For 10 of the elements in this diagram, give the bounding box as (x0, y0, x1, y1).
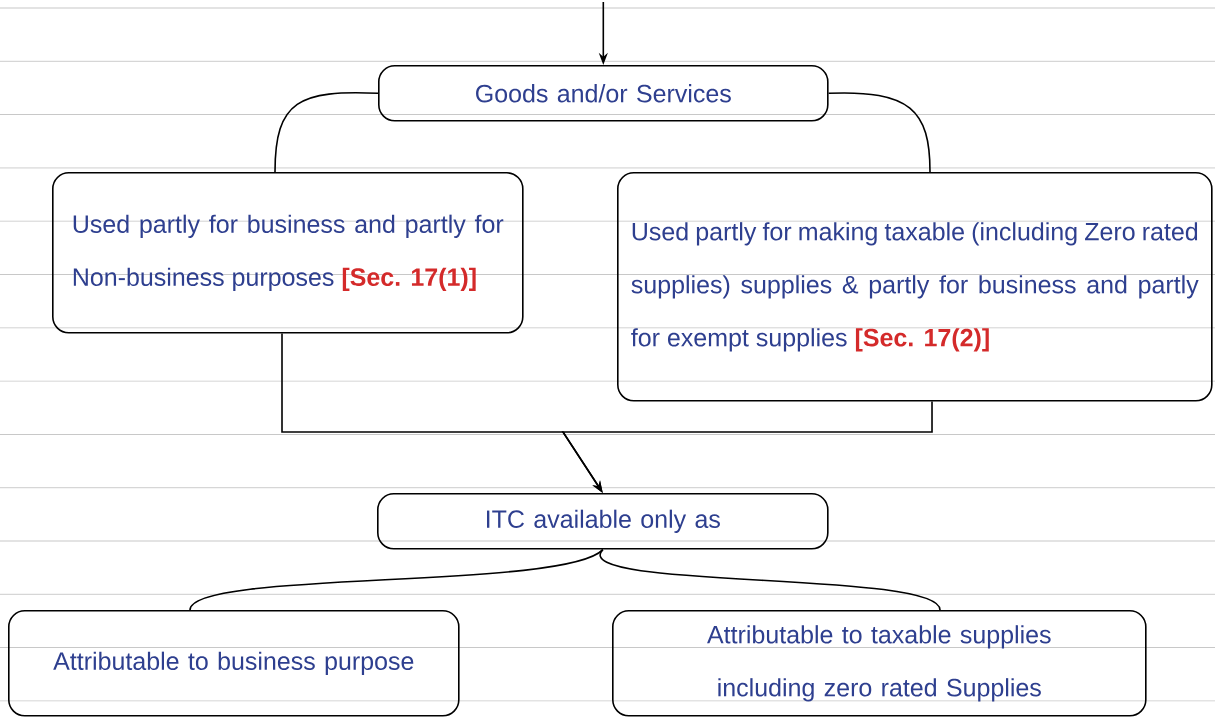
connector-line (827, 92, 931, 173)
process-box: ITC available only as (377, 493, 829, 550)
process-box: Goods and/or Services (378, 65, 829, 122)
process-box: Used partly for making taxable (including Zero rated supplies) supplies & partly for business and partly for exempt supplies [Sec. 17(2)] (617, 172, 1213, 402)
connector-line (600, 548, 941, 611)
process-box: Attributable to business purpose (8, 610, 460, 717)
process-box: Used partly for business and partly for Non-business purposes [Sec. 17(1)] (52, 172, 524, 334)
process-box: Attributable to taxable supplies including zero rated Supplies (612, 610, 1147, 717)
connector-line (189, 548, 604, 611)
connector-line (274, 92, 379, 173)
